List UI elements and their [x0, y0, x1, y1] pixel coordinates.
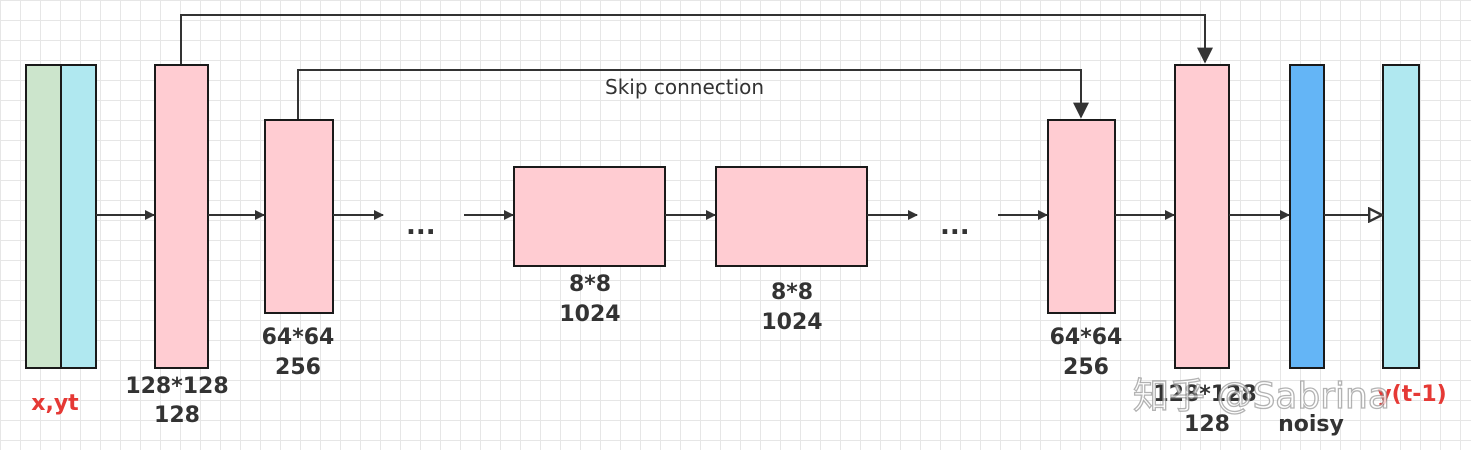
- mid2-size-label: 8*8: [771, 280, 813, 305]
- skip-connection-inner: [297, 69, 1089, 119]
- decoder-block-64: [1047, 119, 1116, 314]
- input-label: x,yt: [31, 391, 79, 416]
- enc1-size-label: 128*128: [125, 374, 228, 399]
- enc2-channels-label: 256: [275, 355, 321, 380]
- input-block-x: [25, 64, 62, 369]
- skip-connection-label: Skip connection: [605, 75, 764, 99]
- noise-block: [1289, 64, 1325, 369]
- bottleneck-block-1: [513, 166, 666, 267]
- watermark: 知乎 @Sabrina: [1133, 376, 1390, 417]
- dec1-size-label: 128*128: [1153, 382, 1256, 407]
- ellipsis-right: ...: [940, 211, 970, 241]
- ellipsis-left: ...: [406, 211, 436, 241]
- output-block: [1382, 64, 1420, 369]
- noise-label: noisy: [1278, 412, 1344, 437]
- dec2-channels-label: 256: [1063, 355, 1109, 380]
- encoder-block-64: [264, 119, 334, 314]
- input-block-yt: [60, 64, 97, 369]
- decoder-block-128: [1174, 64, 1230, 369]
- bottleneck-block-2: [715, 166, 868, 267]
- enc1-channels-label: 128: [154, 403, 200, 428]
- dec1-channels-label: 128: [1184, 412, 1230, 437]
- mid1-size-label: 8*8: [569, 272, 611, 297]
- mid1-channels-label: 1024: [559, 302, 620, 327]
- encoder-block-128: [154, 64, 209, 369]
- mid2-channels-label: 1024: [761, 310, 822, 335]
- enc2-size-label: 64*64: [262, 325, 335, 350]
- dec2-size-label: 64*64: [1050, 325, 1123, 350]
- skip-connection-outer: [180, 14, 1213, 64]
- output-label: y(t-1): [1377, 382, 1446, 407]
